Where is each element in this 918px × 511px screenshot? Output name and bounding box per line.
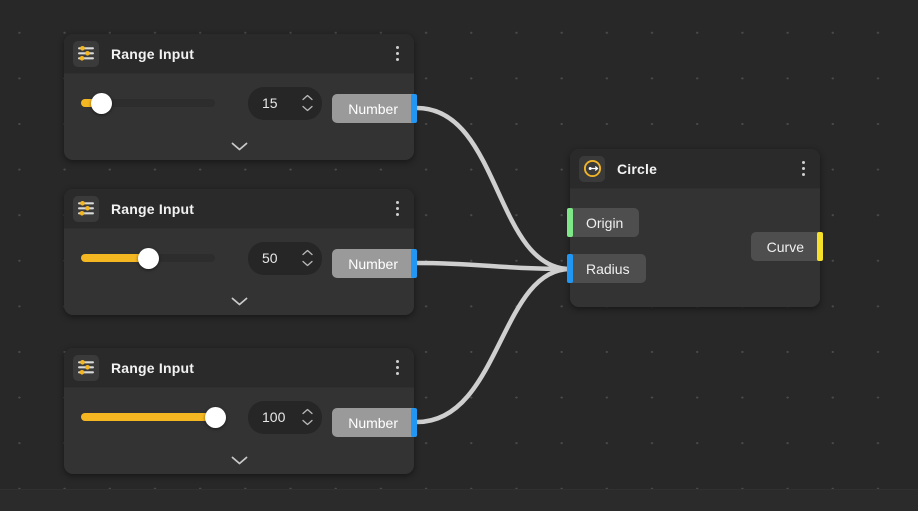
output-port-label: Number <box>348 414 398 431</box>
range-slider[interactable] <box>81 92 215 114</box>
chevron-down-icon[interactable] <box>231 297 248 306</box>
node-title: Circle <box>617 160 658 177</box>
kebab-menu-icon[interactable] <box>388 42 406 66</box>
slider-fill <box>81 254 148 262</box>
node-body: 50 <box>64 229 414 315</box>
output-port-connector[interactable] <box>411 249 417 278</box>
chevron-down-icon[interactable] <box>302 260 313 267</box>
range-row: 50 <box>64 229 414 287</box>
output-port-connector[interactable] <box>411 94 417 123</box>
node-header[interactable]: Range Input <box>64 189 414 229</box>
output-port-number[interactable]: Number <box>332 94 414 123</box>
input-port-radius[interactable]: Radius <box>570 254 646 283</box>
slider-thumb[interactable] <box>204 406 226 428</box>
output-port-number[interactable]: Number <box>332 408 414 437</box>
node-expander[interactable] <box>64 132 414 160</box>
range-slider[interactable] <box>81 247 215 269</box>
input-port-label: Radius <box>586 260 630 277</box>
slider-track <box>81 99 215 107</box>
sliders-icon <box>73 354 99 381</box>
node-range-input-1[interactable]: Range Input 15 <box>64 34 417 160</box>
canvas-footer-bar <box>0 489 918 511</box>
input-port-origin-connector[interactable] <box>567 208 573 237</box>
number-value: 50 <box>262 250 278 266</box>
circle-radius-icon <box>579 155 605 182</box>
number-steppers[interactable] <box>302 249 313 267</box>
slider-thumb[interactable] <box>137 247 159 269</box>
sliders-icon <box>73 40 99 67</box>
number-value: 15 <box>262 95 278 111</box>
node-range-input-2[interactable]: Range Input 50 <box>64 189 417 315</box>
chevron-down-icon[interactable] <box>302 419 313 426</box>
wire-range2-to-radius <box>414 260 573 272</box>
chevron-down-icon[interactable] <box>231 456 248 465</box>
node-circle[interactable]: Circle Origin Radius Curve <box>567 149 823 307</box>
number-input[interactable]: 100 <box>248 400 322 434</box>
kebab-menu-icon[interactable] <box>794 157 812 181</box>
output-port-label: Curve <box>766 238 804 255</box>
chevron-down-icon[interactable] <box>231 142 248 151</box>
wire-range3-to-radius <box>414 266 573 425</box>
output-port-curve[interactable]: Curve <box>750 232 820 261</box>
slider-fill <box>81 413 215 421</box>
node-title: Range Input <box>111 45 195 62</box>
range-slider[interactable] <box>81 406 226 428</box>
number-value: 100 <box>262 409 286 425</box>
input-port-radius-connector[interactable] <box>567 254 573 283</box>
node-expander[interactable] <box>64 446 414 474</box>
node-body: 100 <box>64 388 414 474</box>
node-header[interactable]: Range Input <box>64 34 414 74</box>
node-header[interactable]: Range Input <box>64 348 414 388</box>
slider-thumb[interactable] <box>90 92 112 114</box>
input-port-origin[interactable]: Origin <box>570 208 640 237</box>
node-body: 15 <box>64 74 414 160</box>
node-title: Range Input <box>111 200 195 217</box>
wire-range1-to-radius <box>414 105 573 272</box>
output-port-connector[interactable] <box>411 408 417 437</box>
kebab-menu-icon[interactable] <box>388 356 406 380</box>
number-steppers[interactable] <box>302 94 313 112</box>
number-input[interactable]: 50 <box>248 241 322 275</box>
node-expander[interactable] <box>64 287 414 315</box>
output-port-number[interactable]: Number <box>332 249 414 278</box>
output-port-label: Number <box>348 255 398 272</box>
number-steppers[interactable] <box>302 408 313 426</box>
input-port-label: Origin <box>586 214 624 231</box>
chevron-up-icon[interactable] <box>302 94 313 101</box>
range-row: 100 <box>64 388 414 446</box>
chevron-down-icon[interactable] <box>302 105 313 112</box>
number-input[interactable]: 15 <box>248 86 322 120</box>
range-row: 15 <box>64 74 414 132</box>
node-header[interactable]: Circle <box>570 149 820 189</box>
output-port-label: Number <box>348 100 398 117</box>
sliders-icon <box>73 195 99 222</box>
output-port-curve-connector[interactable] <box>817 232 823 261</box>
node-range-input-3[interactable]: Range Input 100 <box>64 348 417 474</box>
kebab-menu-icon[interactable] <box>388 197 406 221</box>
chevron-up-icon[interactable] <box>302 408 313 415</box>
chevron-up-icon[interactable] <box>302 249 313 256</box>
node-title: Range Input <box>111 359 195 376</box>
